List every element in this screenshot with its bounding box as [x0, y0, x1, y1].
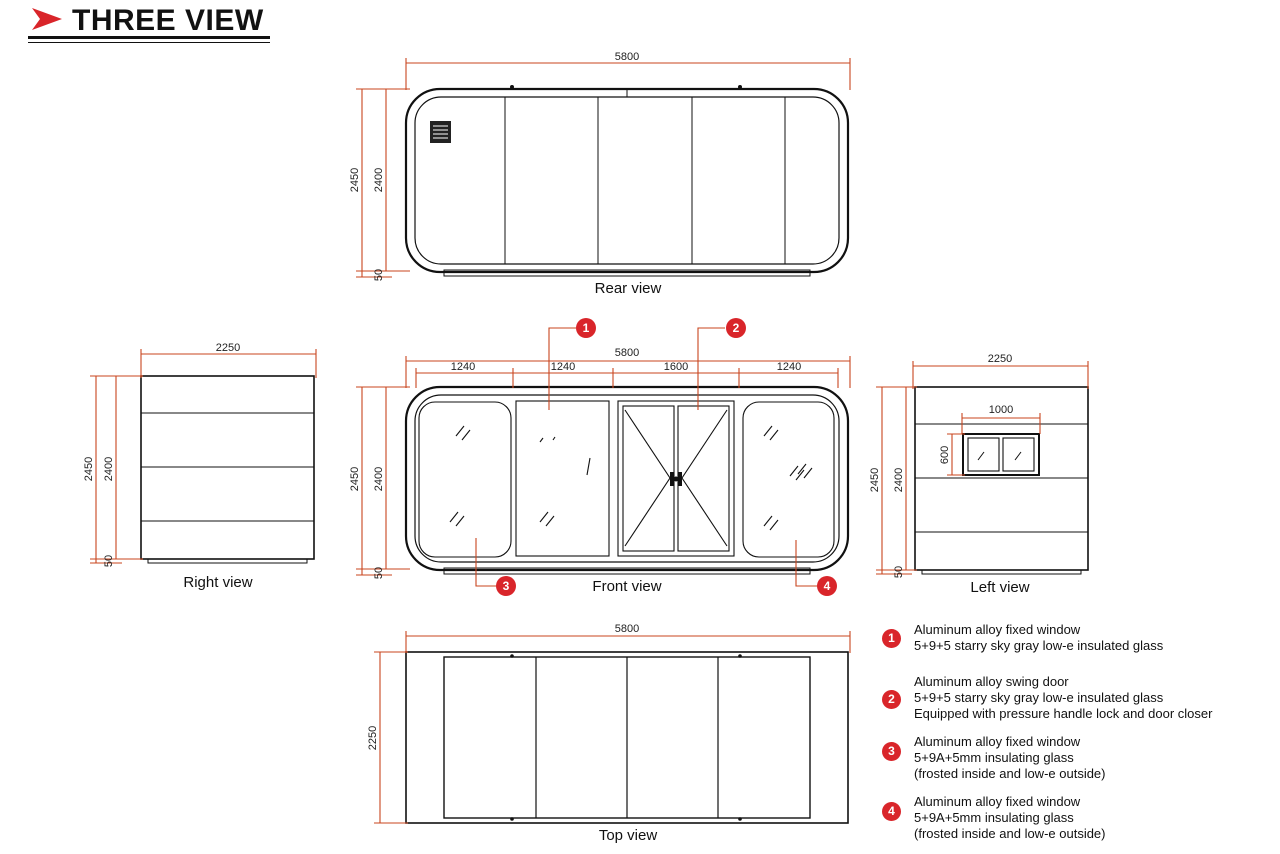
rear-view: 5800 2450 2400 50 Rear view: [349, 51, 851, 297]
legend: 1 Aluminum alloy fixed window 5+9+5 star…: [880, 622, 1270, 854]
front-view: 5800 1240 1240 1600 1240 2450 2400 50 Fr…: [349, 327, 851, 595]
left-base-dim: 50: [893, 566, 905, 578]
rear-view-label: Rear view: [595, 280, 662, 297]
legend-3-line-1: Aluminum alloy fixed window: [914, 734, 1081, 749]
legend-4-line-3: (frosted inside and low-e outside): [914, 826, 1106, 841]
rear-inner-shell: [414, 96, 840, 265]
right-height-total-dim: 2450: [83, 457, 95, 481]
left-window: [962, 433, 1040, 476]
legend-3-line-2: 5+9A+5mm insulating glass: [914, 750, 1074, 765]
marker-1: 1: [576, 318, 596, 338]
legend-marker-3: 3: [882, 742, 901, 761]
legend-item-1: 1 Aluminum alloy fixed window 5+9+5 star…: [880, 622, 1270, 664]
right-view-label: Right view: [183, 574, 252, 591]
legend-marker-1: 1: [882, 629, 901, 648]
right-width-dim: 2250: [216, 342, 240, 354]
top-view-label: Top view: [599, 827, 658, 844]
left-window-width-dim: 1000: [989, 404, 1013, 416]
legend-marker-2: 2: [882, 690, 901, 709]
top-view: 5800 2250 Top view: [367, 623, 851, 844]
left-window-height-dim: 600: [939, 446, 951, 464]
legend-3-line-3: (frosted inside and low-e outside): [914, 766, 1106, 781]
front-outer-shell: [404, 385, 850, 572]
left-height-body-dim: 2400: [893, 468, 905, 492]
front-view-label: Front view: [592, 578, 661, 595]
svg-text:1: 1: [583, 321, 590, 335]
front-seg2-dim: 1240: [551, 361, 575, 373]
rear-base-dim: 50: [373, 269, 385, 281]
front-window-right: [742, 401, 835, 558]
front-inner-shell: [414, 394, 840, 563]
legend-item-3: 3 Aluminum alloy fixed window 5+9A+5mm i…: [880, 734, 1270, 784]
front-window-left: [418, 401, 512, 558]
svg-text:3: 3: [503, 579, 510, 593]
front-width-dim: 5800: [615, 347, 639, 359]
rear-width-dim: 5800: [615, 51, 639, 63]
marker-4: 4: [817, 576, 837, 596]
front-base: [443, 567, 811, 575]
right-base: [147, 558, 308, 564]
legend-1-line-1: Aluminum alloy fixed window: [914, 622, 1081, 637]
marker-3: 3: [496, 576, 516, 596]
front-base-dim: 50: [373, 567, 385, 579]
title-underline-thin: [28, 42, 270, 43]
rear-outer-shell: [404, 87, 850, 274]
rear-base: [443, 269, 811, 277]
legend-4-line-1: Aluminum alloy fixed window: [914, 794, 1081, 809]
right-base-dim: 50: [103, 555, 115, 567]
right-height-body-dim: 2400: [103, 457, 115, 481]
legend-marker-4: 4: [882, 802, 901, 821]
front-seg3-dim: 1600: [664, 361, 688, 373]
vent-icon: [430, 121, 451, 143]
marker-2: 2: [726, 318, 746, 338]
front-height-total-dim: 2450: [349, 467, 361, 491]
rear-height-total-dim: 2450: [349, 168, 361, 192]
left-height-total-dim: 2450: [869, 468, 881, 492]
red-arrow-icon: [32, 8, 62, 30]
left-view: 2250 1000 600 2450 2400 50 Left view: [869, 353, 1089, 596]
legend-4-line-2: 5+9A+5mm insulating glass: [914, 810, 1074, 825]
page-header: THREE VIEW: [28, 2, 270, 44]
svg-text:4: 4: [824, 579, 831, 593]
title-underline: [28, 36, 270, 39]
legend-1-line-2: 5+9+5 starry sky gray low-e insulated gl…: [914, 638, 1164, 653]
legend-item-4: 4 Aluminum alloy fixed window 5+9A+5mm i…: [880, 794, 1270, 844]
svg-text:2: 2: [733, 321, 740, 335]
top-body: [405, 651, 849, 824]
front-swing-door: [617, 400, 735, 557]
left-width-dim: 2250: [988, 353, 1012, 365]
right-view: 2250 2450 2400 50 Right view: [83, 342, 317, 591]
top-depth-dim: 2250: [367, 726, 379, 750]
legend-2-line-1: Aluminum alloy swing door: [914, 674, 1069, 689]
left-base: [921, 569, 1082, 575]
legend-2-line-2: 5+9+5 starry sky gray low-e insulated gl…: [914, 690, 1164, 705]
front-seg4-dim: 1240: [777, 361, 801, 373]
legend-item-2: 2 Aluminum alloy swing door 5+9+5 starry…: [880, 674, 1270, 724]
left-view-label: Left view: [970, 579, 1029, 596]
front-height-body-dim: 2400: [373, 467, 385, 491]
page-title: THREE VIEW: [72, 4, 264, 37]
rear-height-body-dim: 2400: [373, 168, 385, 192]
top-width-dim: 5800: [615, 623, 639, 635]
front-seg1-dim: 1240: [451, 361, 475, 373]
legend-2-line-3: Equipped with pressure handle lock and d…: [914, 706, 1213, 721]
door-handle-icon: [670, 472, 682, 486]
front-window-1: [515, 400, 610, 557]
